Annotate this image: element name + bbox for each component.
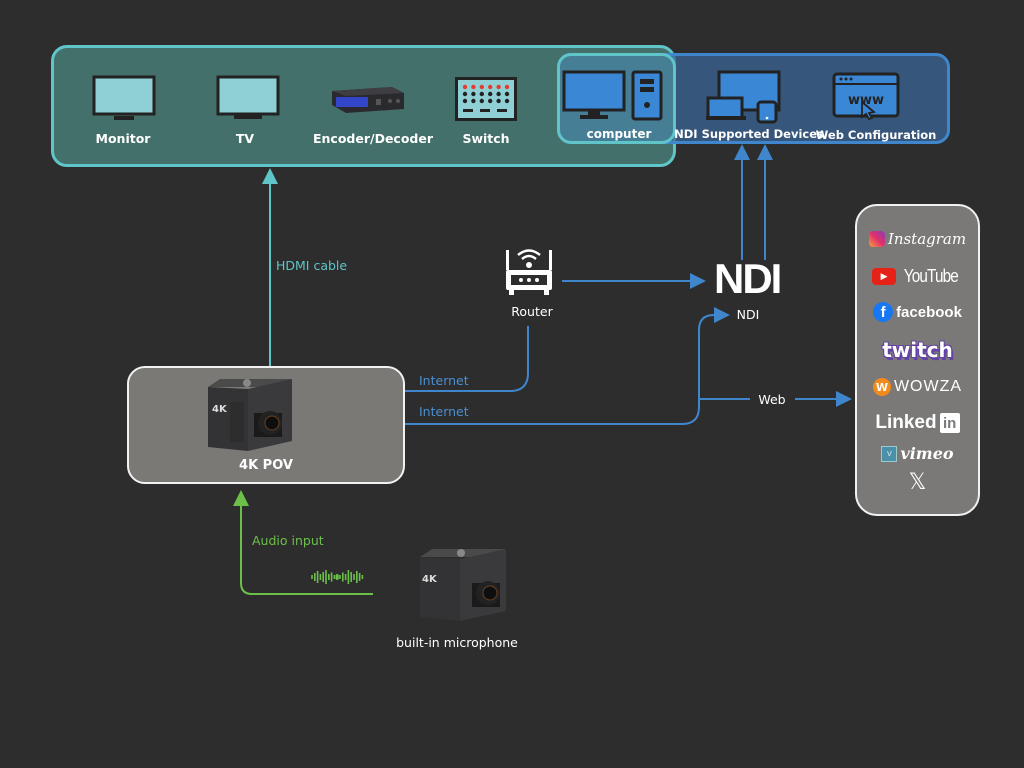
tv-icon	[216, 75, 280, 119]
ndi-label: NDI	[736, 307, 760, 322]
twitch-logo: twitch	[882, 338, 953, 362]
x-icon: 𝕏	[908, 470, 927, 495]
platform-linkedin: Linked in	[857, 412, 978, 434]
switch-button-dot	[504, 98, 510, 104]
youtube-icon: ▶	[872, 268, 897, 285]
switch-button-dot	[488, 91, 493, 97]
tv-label: TV	[235, 131, 255, 146]
built-in-microphone-label: built-in microphone	[396, 635, 518, 650]
instagram-icon	[868, 231, 885, 247]
microphone-glyph	[335, 574, 339, 580]
web-configuration-label: Web Configuration	[815, 128, 937, 142]
switch-slot	[480, 109, 490, 112]
switch-button-dot	[479, 84, 484, 90]
platform-facebook: f facebook	[857, 302, 978, 322]
switch-button-dot	[462, 98, 468, 104]
switch-button-dot	[504, 84, 510, 90]
4k-badge: 4K	[212, 404, 228, 415]
www-text: www	[848, 93, 884, 108]
switch-button-dot	[496, 91, 501, 97]
switch-button-dot	[471, 91, 476, 97]
computer-label: computer	[586, 127, 652, 141]
platform-vimeo: v vimeo	[857, 444, 978, 463]
vimeo-icon: v	[881, 445, 898, 462]
switch-button-dot	[462, 91, 468, 97]
switch-slot	[497, 109, 507, 112]
internet-router-line	[405, 326, 529, 392]
built-in-microphone-camera-icon: 4K	[420, 549, 506, 621]
audio-input-label: Audio input	[252, 533, 324, 548]
platform-instagram: Instagram	[857, 230, 978, 248]
router-icon	[506, 249, 552, 295]
switch-button-dot	[479, 98, 484, 104]
platform-twitch: twitch	[857, 338, 978, 362]
switch-button-dot	[496, 84, 501, 90]
wowza-icon: W	[872, 378, 891, 396]
monitor-label: Monitor	[95, 131, 151, 146]
switch-button-dot	[488, 84, 493, 90]
audio-waveform-icon	[311, 570, 364, 584]
web-configuration-icon: www	[832, 72, 900, 120]
camera-4k-pov-icon: 4K	[208, 379, 292, 451]
platform-wowza: W WOWZA	[857, 378, 978, 396]
monitor-icon	[92, 75, 156, 120]
ndi-devices-icon	[706, 70, 781, 124]
ndi-devices-label: NDI Supported Devices	[674, 127, 824, 141]
switch-button-dot	[496, 98, 501, 104]
platform-x: 𝕏	[857, 470, 978, 495]
web-label: Web	[758, 392, 786, 407]
platform-youtube: ▶ YouTube	[857, 266, 978, 287]
switch-button-dot	[504, 91, 510, 97]
router-label: Router	[511, 304, 553, 319]
switch-label: Switch	[462, 131, 510, 146]
linkedin-icon: in	[939, 413, 960, 433]
switch-button-dot	[471, 98, 476, 104]
switch-slot	[463, 109, 473, 112]
switch-button-dot	[479, 91, 484, 97]
switch-button-dot	[471, 84, 476, 90]
audio-line	[233, 490, 373, 595]
ndi-logo: NDI	[714, 255, 782, 302]
internet-router-label: Internet	[419, 373, 469, 388]
computer-icon	[562, 70, 663, 121]
4k-badge: 4K	[422, 574, 438, 585]
encoder-decoder-icon	[332, 87, 404, 113]
switch-icon	[455, 77, 517, 121]
switch-button-dot	[462, 84, 468, 90]
internet-direct-label: Internet	[419, 404, 469, 419]
switch-button-dot	[488, 98, 493, 104]
camera-4k-pov-label: 4K POV	[239, 458, 293, 473]
streaming-platforms-panel: Instagram ▶ YouTube f facebook twitch W …	[855, 204, 980, 516]
hdmi-cable-label: HDMI cable	[276, 258, 348, 273]
facebook-icon: f	[873, 302, 894, 322]
internet-direct-line	[405, 307, 730, 425]
encoder-decoder-label: Encoder/Decoder	[312, 131, 434, 146]
